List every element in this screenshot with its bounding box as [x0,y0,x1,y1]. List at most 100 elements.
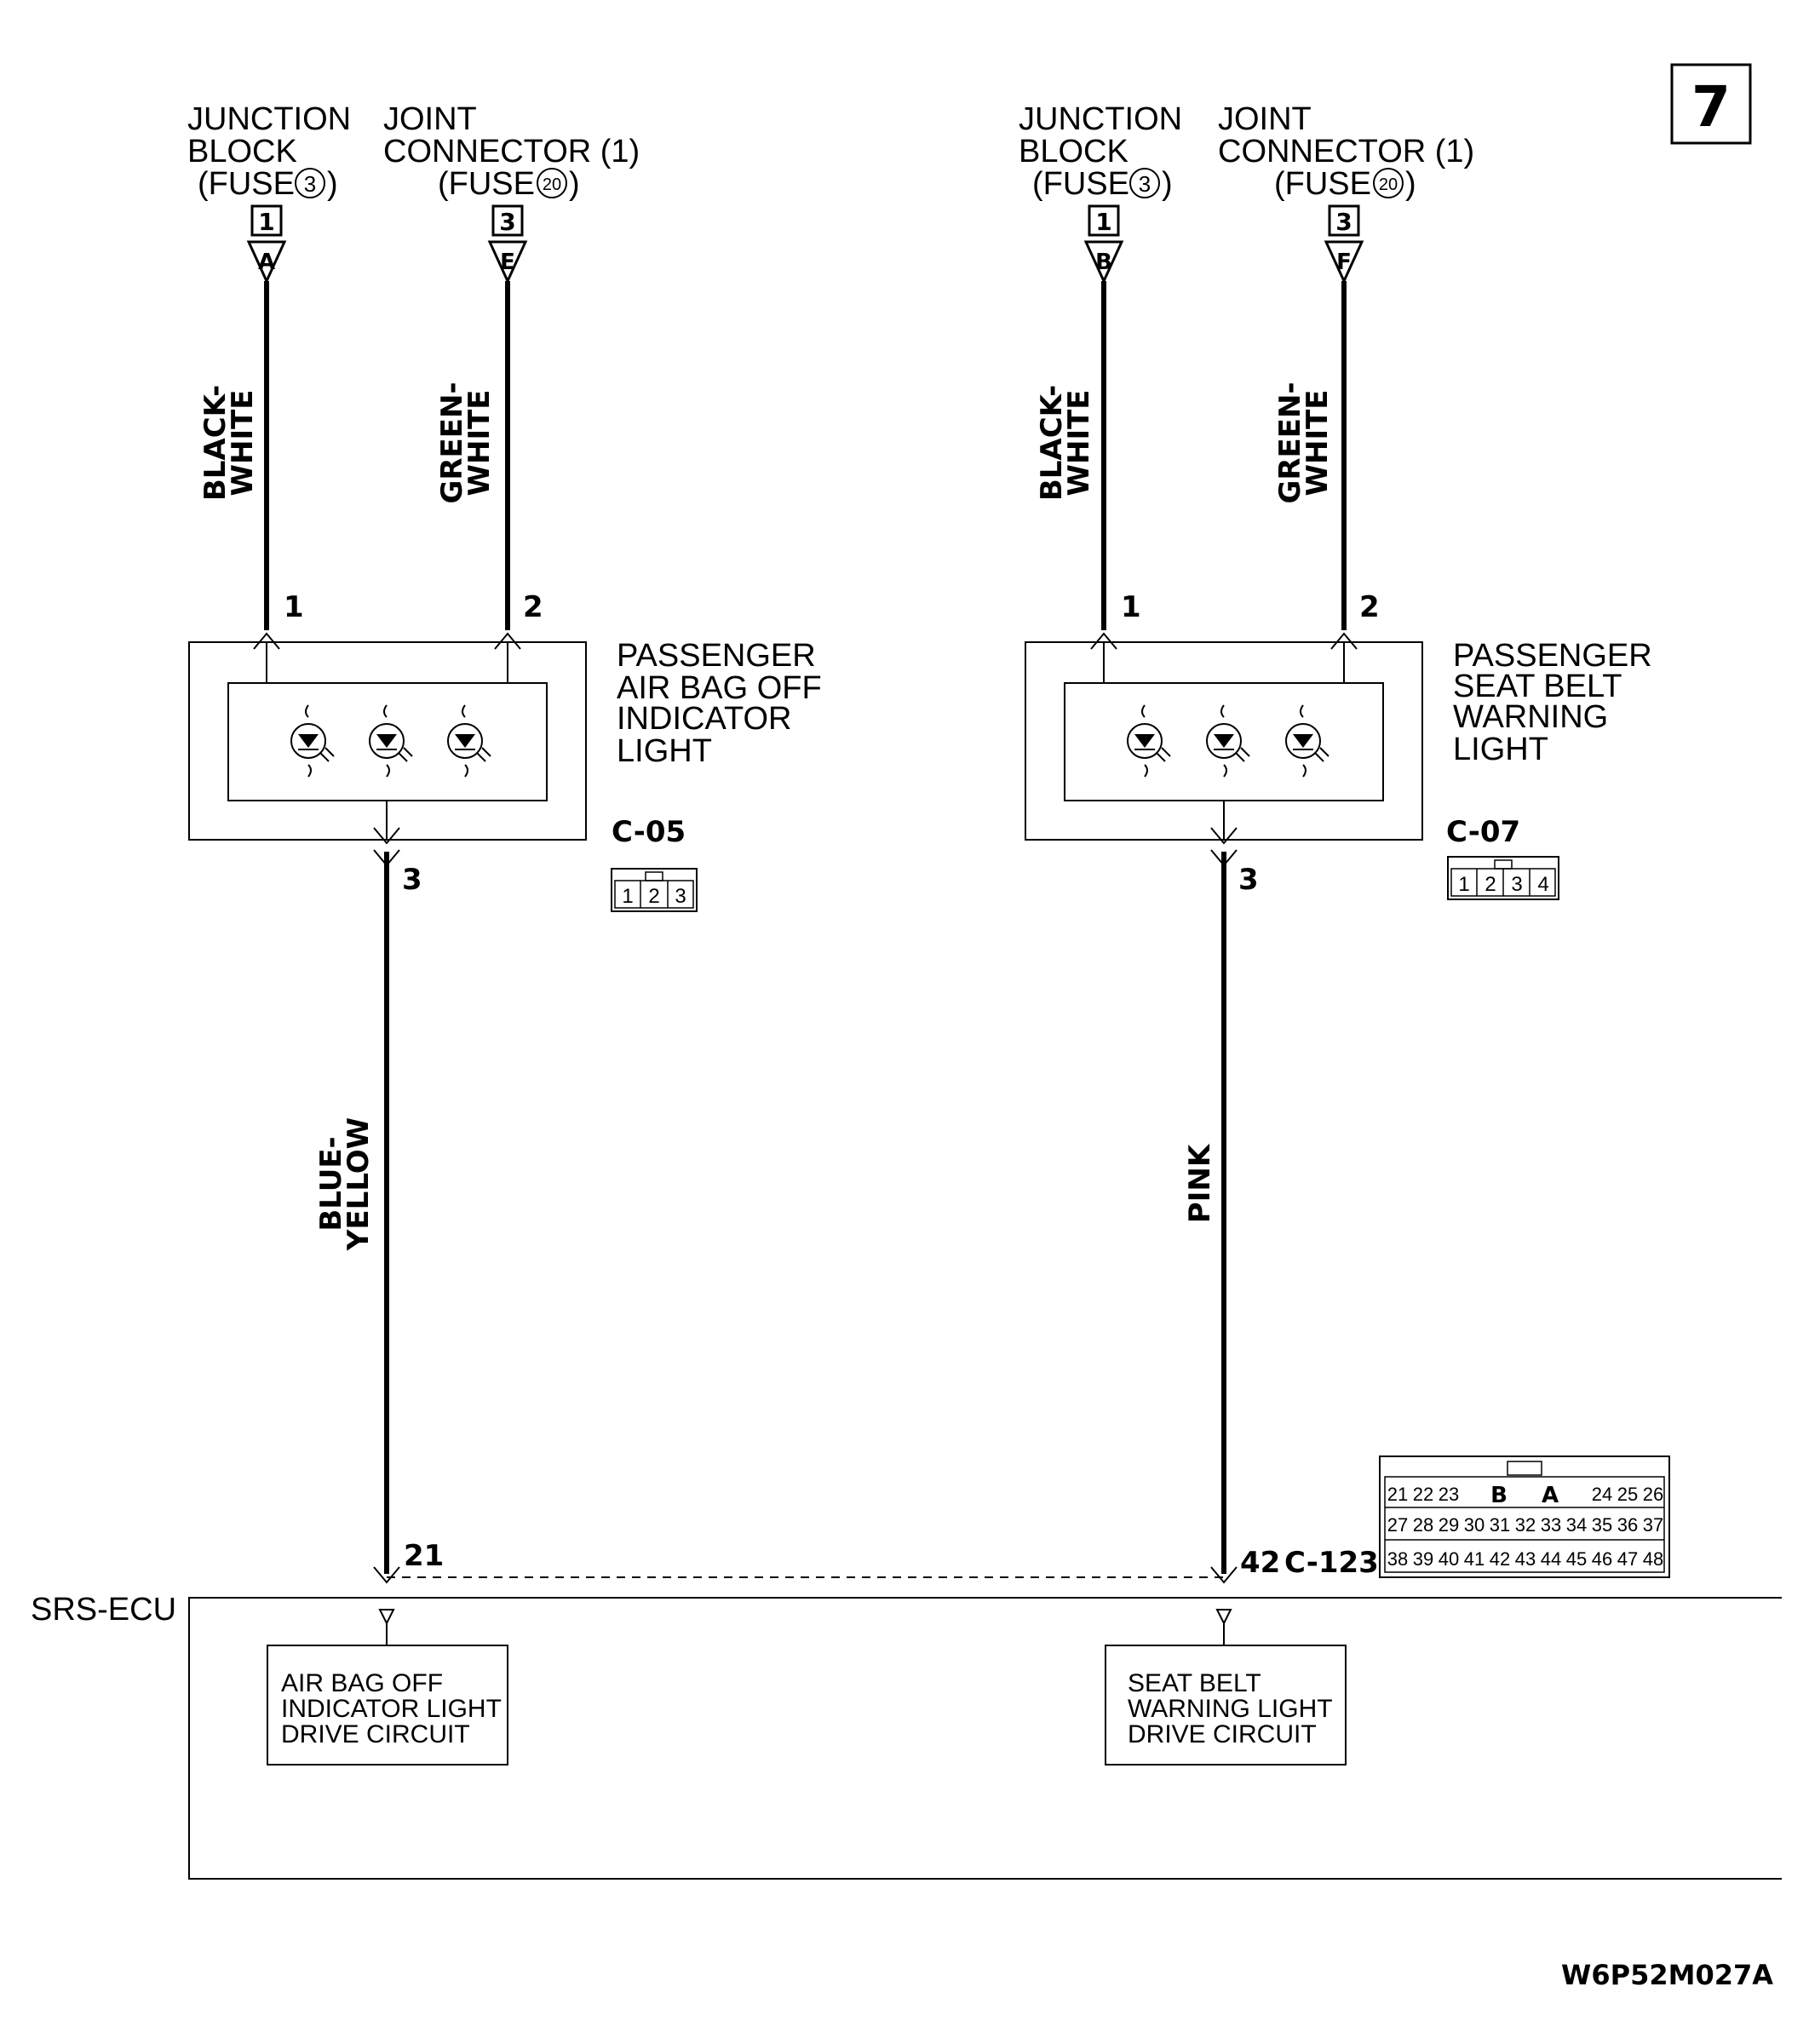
wire-color-label: WHITE [1062,389,1096,496]
ecu-pin: 36 [1617,1514,1638,1536]
led-icon [1285,704,1329,778]
terminal-arrow [1210,1566,1238,1584]
ecu-pin: 45 [1566,1548,1587,1570]
led-icon [1206,704,1250,778]
component-label: WARNING [1453,699,1608,735]
connector-pin: 2 [648,885,659,908]
connector-id: C-07 [1446,815,1520,849]
source-box-number [1328,204,1360,237]
source-a-line2: BLOCK [187,134,297,169]
ecu-pin: 27 [1387,1514,1408,1536]
ecu-pin: 44 [1541,1548,1561,1570]
component-label: LIGHT [617,733,712,769]
ecu-connector-id: C-123 [1284,1546,1379,1580]
ecu-name: SRS-ECU [31,1592,176,1628]
ecu-pin-number: 42 [1240,1546,1280,1580]
ecu-connector-face [1379,1455,1670,1578]
connector-pin: 2 [1485,873,1496,896]
ecu-pin-number: 21 [404,1539,444,1573]
source-f-box-num: 3 [1335,208,1352,236]
source-f-fuse-num: 20 [1379,175,1398,194]
ecu-pin: 48 [1643,1548,1663,1570]
connector-pin: 4 [1537,873,1548,896]
source-e-fuse-prefix: (FUSE [438,166,535,202]
terminal-arrow [373,827,400,845]
connector-pin: 1 [1458,873,1469,896]
connector-triangle [1324,240,1364,284]
drive-circuit-label: SEAT BELT [1128,1669,1261,1697]
component-label: LIGHT [1453,732,1548,767]
source-f-line1: JOINT [1218,101,1312,137]
wire-color-label: BLUE- [314,1136,348,1231]
terminal-arrow [1210,827,1238,845]
fuse-number-circle [1373,168,1404,198]
source-box-number [250,204,283,237]
terminal-arrow [253,632,280,650]
wire-color-label: GREEN- [435,382,469,503]
ecu-pin: 28 [1413,1514,1433,1536]
ecu-pin: 40 [1439,1548,1459,1570]
fuse-number-circle [537,168,567,198]
source-box-number [1088,204,1120,237]
source-a-box-num: 1 [258,208,274,236]
drawing-code: W6P52M027A [1561,1959,1773,1991]
wire-color-label: WHITE [462,389,497,496]
source-b-letter: B [1095,250,1112,275]
source-a-fuse-suffix: ) [327,166,338,202]
drive-circuit-box [267,1645,508,1766]
ecu-input-triangle [378,1609,395,1626]
ecu-pin: 43 [1515,1548,1536,1570]
component-label: SEAT BELT [1453,669,1622,704]
source-e-line2: CONNECTOR (1) [383,134,640,169]
connector-triangle [487,240,528,284]
wire-color-label: PINK [1183,1143,1217,1223]
ecu-pin: 26 [1643,1484,1663,1505]
ecu-pin: 42 [1490,1548,1510,1570]
ecu-outline [188,1597,1782,1880]
led-icon [290,704,335,778]
wire-color-label: GREEN- [1273,382,1307,503]
connector-face [611,868,698,912]
led-icon [1127,704,1171,778]
source-f-line2: CONNECTOR (1) [1218,134,1474,169]
component-label: AIR BAG OFF [617,670,822,706]
source-a-letter: A [258,250,275,275]
ecu-pin: 23 [1439,1484,1459,1505]
terminal-arrow [1090,632,1117,650]
ecu-pin: 38 [1387,1548,1408,1570]
connector-pin: 3 [675,885,686,908]
source-b-fuse-num: 3 [1139,171,1151,197]
connector-pin: 3 [1511,873,1522,896]
wire-color-label: BLACK- [198,385,233,501]
led-icon [369,704,413,778]
drive-circuit-box [1105,1645,1347,1766]
ecu-pin: 34 [1566,1514,1587,1536]
terminal-arrow [1330,632,1358,650]
drive-circuit-label: AIR BAG OFF [281,1669,443,1697]
source-e-line1: JOINT [383,101,477,137]
connector-face [1447,856,1559,900]
drive-circuit-label: INDICATOR LIGHT [281,1695,502,1723]
connector-id: C-05 [612,815,686,849]
source-b-fuse-suffix: ) [1162,166,1173,202]
terminal-arrow [494,632,521,650]
ecu-pin: 24 [1592,1484,1612,1505]
source-f-fuse-prefix: (FUSE [1274,166,1371,202]
pin-number: 2 [1359,590,1380,624]
source-b-box-num: 1 [1095,208,1111,236]
fuse-number-circle [295,168,325,198]
drive-circuit-label: DRIVE CIRCUIT [1128,1720,1317,1748]
ecu-pin: 37 [1643,1514,1663,1536]
page-number: 7 [1691,74,1731,140]
connector-pin: 1 [622,885,633,908]
connector-triangle [1083,240,1124,284]
wire-color-label: WHITE [1301,389,1335,496]
drive-circuit-label: WARNING LIGHT [1128,1695,1333,1723]
led-icon [447,704,491,778]
page-number-box [1670,63,1752,145]
ecu-pin: 41 [1464,1548,1485,1570]
source-b-line2: BLOCK [1019,134,1128,169]
component-label: PASSENGER [1453,638,1652,674]
connector-triangle [246,240,287,284]
